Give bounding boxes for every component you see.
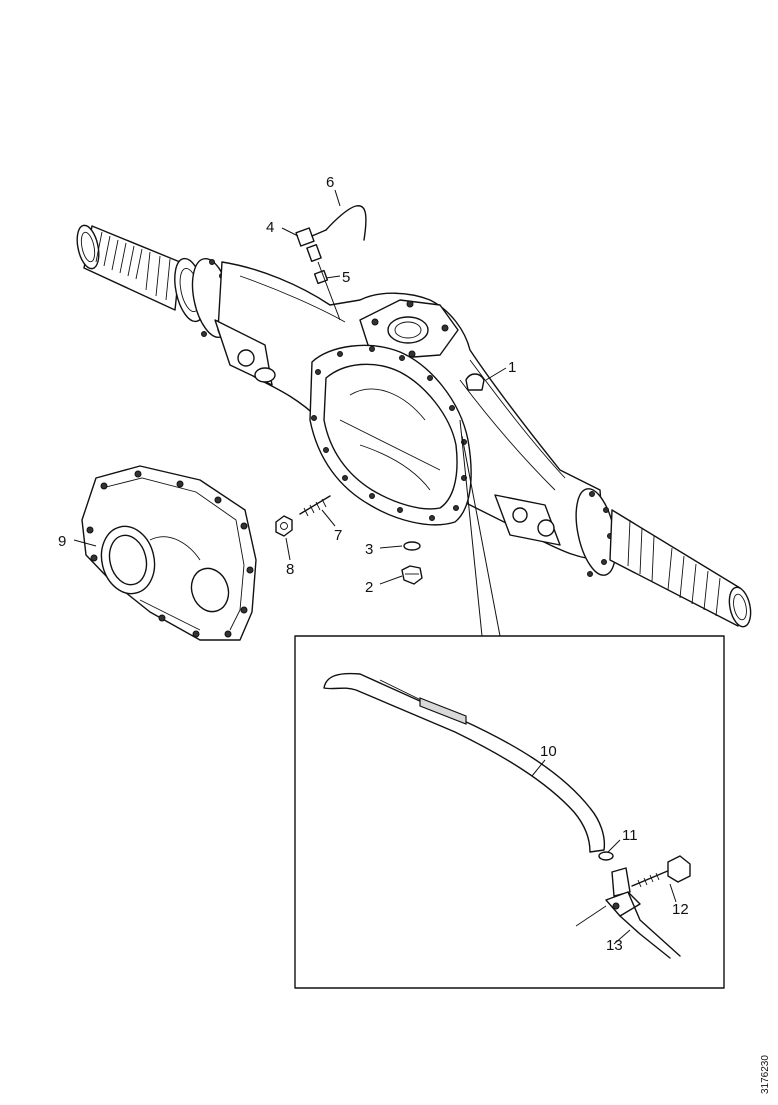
callout-3: 3 — [365, 541, 373, 558]
differential-opening-flange — [309, 344, 472, 526]
callout-7: 7 — [334, 527, 342, 544]
callout-11: 11 — [622, 827, 638, 844]
breather-pipe — [325, 205, 367, 241]
callout-5: 5 — [342, 269, 350, 286]
pipe-seal — [598, 851, 614, 861]
callout-1: 1 — [508, 359, 516, 376]
breather-fitting — [295, 227, 327, 262]
detail-inset — [294, 635, 725, 989]
callout-13: 13 — [606, 937, 623, 954]
breather-washer — [313, 269, 329, 285]
callout-10: 10 — [540, 743, 557, 760]
carrier-top-mount — [359, 299, 459, 359]
callout-2: 2 — [365, 579, 373, 596]
differential-carrier-cover — [81, 465, 257, 641]
callout-6: 6 — [326, 174, 334, 191]
callout-8: 8 — [286, 561, 294, 578]
oil-pipe — [323, 672, 606, 853]
callout-leaders — [73, 189, 507, 637]
right-axle-shaft-end — [609, 509, 752, 628]
callout-12: 12 — [672, 901, 689, 918]
callout-9: 9 — [58, 533, 66, 550]
bracket-bolt — [631, 855, 691, 888]
document-id: 3176230 — [760, 1055, 771, 1094]
callout-4: 4 — [266, 219, 274, 236]
cover-bolt-holes — [86, 470, 254, 638]
left-axle-shaft-end — [76, 224, 206, 323]
callout-labels: 6 4 5 1 7 8 3 2 9 10 11 12 13 — [58, 174, 689, 954]
drain-washer — [403, 541, 421, 551]
stud-bolt — [299, 495, 331, 517]
pipe-bracket — [575, 867, 681, 959]
detail-inset-frame — [294, 635, 725, 989]
flange-nut — [275, 515, 293, 537]
drain-plug — [401, 565, 423, 585]
flange-bolt-holes — [311, 346, 467, 521]
axle-housing — [76, 224, 752, 628]
